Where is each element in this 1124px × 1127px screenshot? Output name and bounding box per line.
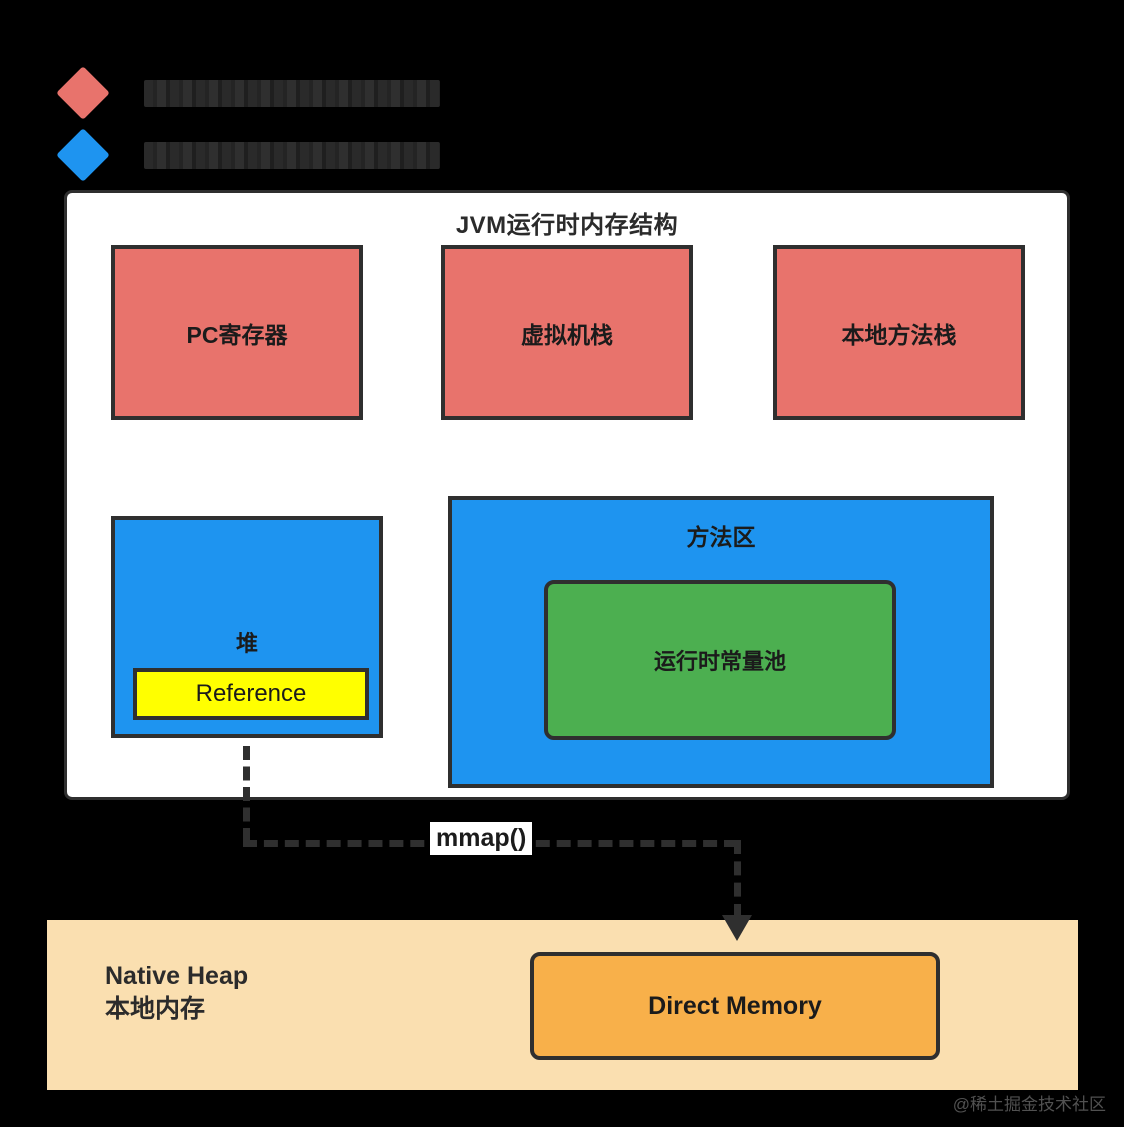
connector-segment-vertical-from-reference [243, 746, 250, 842]
legend-label-thread-private [144, 79, 440, 107]
memory-box-label: 虚拟机栈 [521, 321, 613, 348]
native-heap-title: Native Heap 本地内存 [105, 960, 248, 1026]
reference-label: Reference [195, 680, 307, 707]
memory-box-heap: 堆 Reference [111, 516, 383, 738]
mmap-label: mmap() [430, 822, 533, 855]
memory-box-pc-register: PC寄存器 [111, 245, 363, 420]
red-diamond-icon [56, 66, 110, 120]
jvm-runtime-panel: JVM运行时内存结构 PC寄存器 虚拟机栈 本地方法栈 堆 Reference … [64, 190, 1070, 800]
runtime-constant-pool-label: 运行时常量池 [653, 649, 786, 674]
heap-label: 堆 [235, 631, 258, 656]
native-heap-panel: Native Heap 本地内存 Direct Memory [47, 920, 1078, 1090]
memory-box-native-method-stack: 本地方法栈 [773, 245, 1025, 420]
memory-box-label: 本地方法栈 [841, 321, 957, 348]
watermark: @稀土掘金技术社区 [952, 1095, 1106, 1114]
legend-item-thread-shared [56, 128, 440, 182]
direct-memory-label: Direct Memory [648, 991, 822, 1020]
memory-box-method-area: 方法区 运行时常量池 [448, 496, 994, 788]
connector-segment-vertical-to-direct-memory [734, 840, 741, 918]
memory-box-label: PC寄存器 [186, 321, 288, 348]
legend-item-thread-private [56, 66, 440, 120]
legend-label-thread-shared [144, 141, 440, 169]
jvm-panel-title: JVM运行时内存结构 [455, 212, 679, 239]
method-area-label: 方法区 [686, 524, 756, 550]
direct-memory-box: Direct Memory [530, 952, 940, 1060]
reference-box: Reference [133, 668, 369, 720]
blue-diamond-icon [56, 128, 110, 182]
runtime-constant-pool-box: 运行时常量池 [544, 580, 896, 740]
connector-arrowhead-icon [722, 915, 752, 941]
memory-box-vm-stack: 虚拟机栈 [441, 245, 693, 420]
native-heap-title-cn: 本地内存 [105, 995, 206, 1023]
native-heap-title-en: Native Heap [105, 962, 249, 990]
